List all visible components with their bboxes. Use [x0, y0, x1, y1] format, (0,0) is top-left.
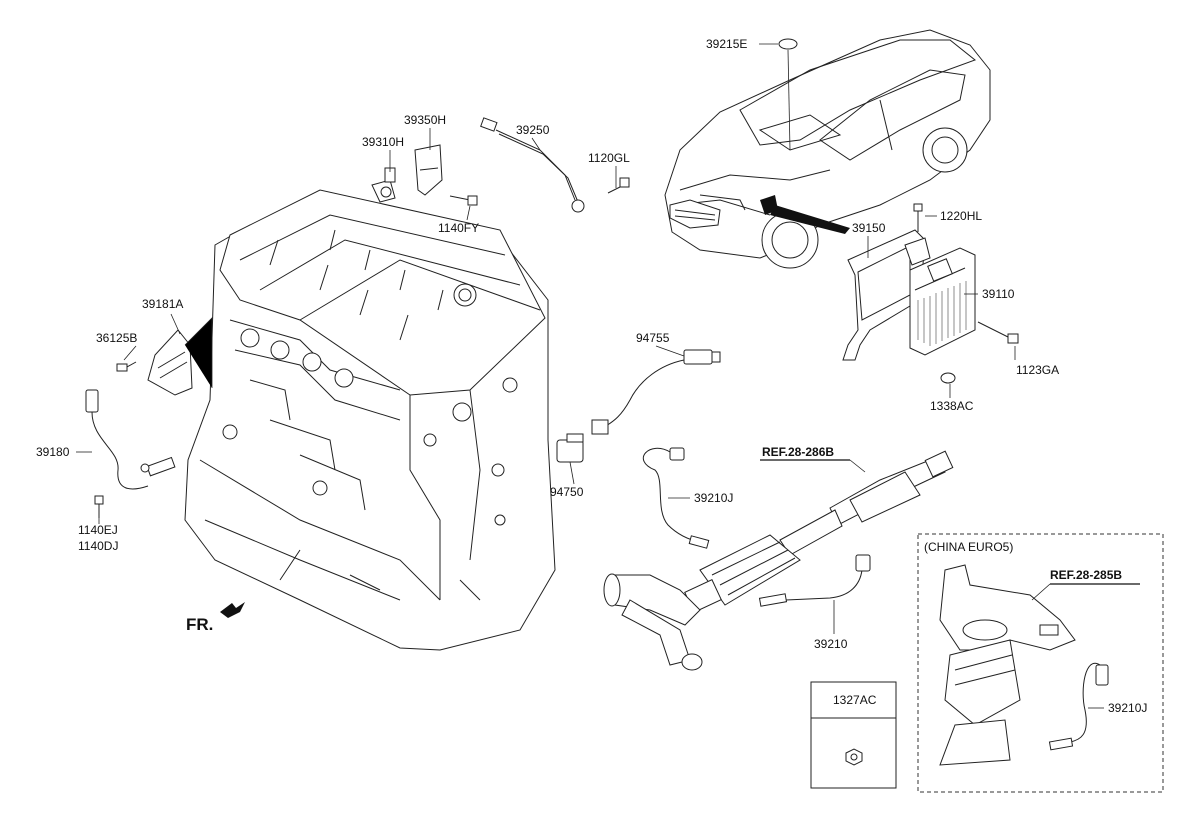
label-39210: 39210	[814, 637, 848, 651]
label-1123ga: 1123GA	[1016, 363, 1059, 377]
callout-lines	[76, 43, 1140, 709]
china-euro5-box	[917, 533, 1164, 793]
part-labels: 39215E 39350H 39250 39310H 1120GL 1140FY…	[36, 37, 1147, 715]
vehicle-illustration	[664, 29, 991, 269]
bolt-1140fy	[449, 195, 478, 206]
label-94750: 94750	[550, 485, 584, 499]
ref-china: REF.28-285B	[1050, 568, 1122, 582]
cam-sensor-39310h	[371, 167, 396, 203]
label-39350h: 39350H	[404, 113, 446, 127]
oxygen-sensor-39210j-upper	[642, 447, 710, 549]
front-direction-arrow	[220, 602, 245, 618]
label-39310h: 39310H	[362, 135, 404, 149]
china-euro5-title: (CHINA EURO5)	[924, 540, 1013, 554]
label-39250: 39250	[516, 123, 550, 137]
label-1220hl: 1220HL	[940, 209, 982, 223]
label-1140ej: 1140EJ	[78, 523, 118, 537]
bolt-36125b	[116, 361, 137, 372]
label-39180: 39180	[36, 445, 70, 459]
label-94755: 94755	[636, 331, 670, 345]
part-box-1327ac	[810, 681, 897, 789]
label-39110: 39110	[982, 287, 1015, 301]
label-39150: 39150	[852, 221, 886, 235]
label-39210j-upper: 39210J	[694, 491, 733, 505]
connector-94755	[605, 349, 721, 427]
oxygen-sensor-39180	[85, 389, 176, 490]
fr-label: FR.	[186, 615, 213, 634]
label-1120gl: 1120GL	[588, 151, 630, 165]
exhaust-catalytic	[603, 450, 954, 671]
ref-exhaust: REF.28-286B	[762, 445, 834, 459]
bolt-1120gl	[607, 177, 630, 194]
label-1327ac: 1327AC	[833, 693, 877, 707]
label-39210j-box: 39210J	[1108, 701, 1147, 715]
label-36125b: 36125B	[96, 331, 137, 345]
label-1140dj: 1140DJ	[78, 539, 118, 553]
cable-39250	[480, 117, 585, 213]
oxygen-sensor-39210	[758, 554, 871, 607]
label-1140fy: 1140FY	[438, 221, 479, 235]
label-39215e: 39215E	[706, 37, 747, 51]
bolt-1140ej	[94, 495, 104, 518]
engine-assembly	[184, 189, 556, 651]
heat-shield	[147, 317, 213, 396]
sensor-94750	[556, 419, 609, 463]
label-1338ac: 1338AC	[930, 399, 974, 413]
bracket-39350h	[414, 144, 443, 196]
ecu-assembly	[842, 203, 1019, 384]
label-39181a: 39181A	[142, 297, 183, 311]
